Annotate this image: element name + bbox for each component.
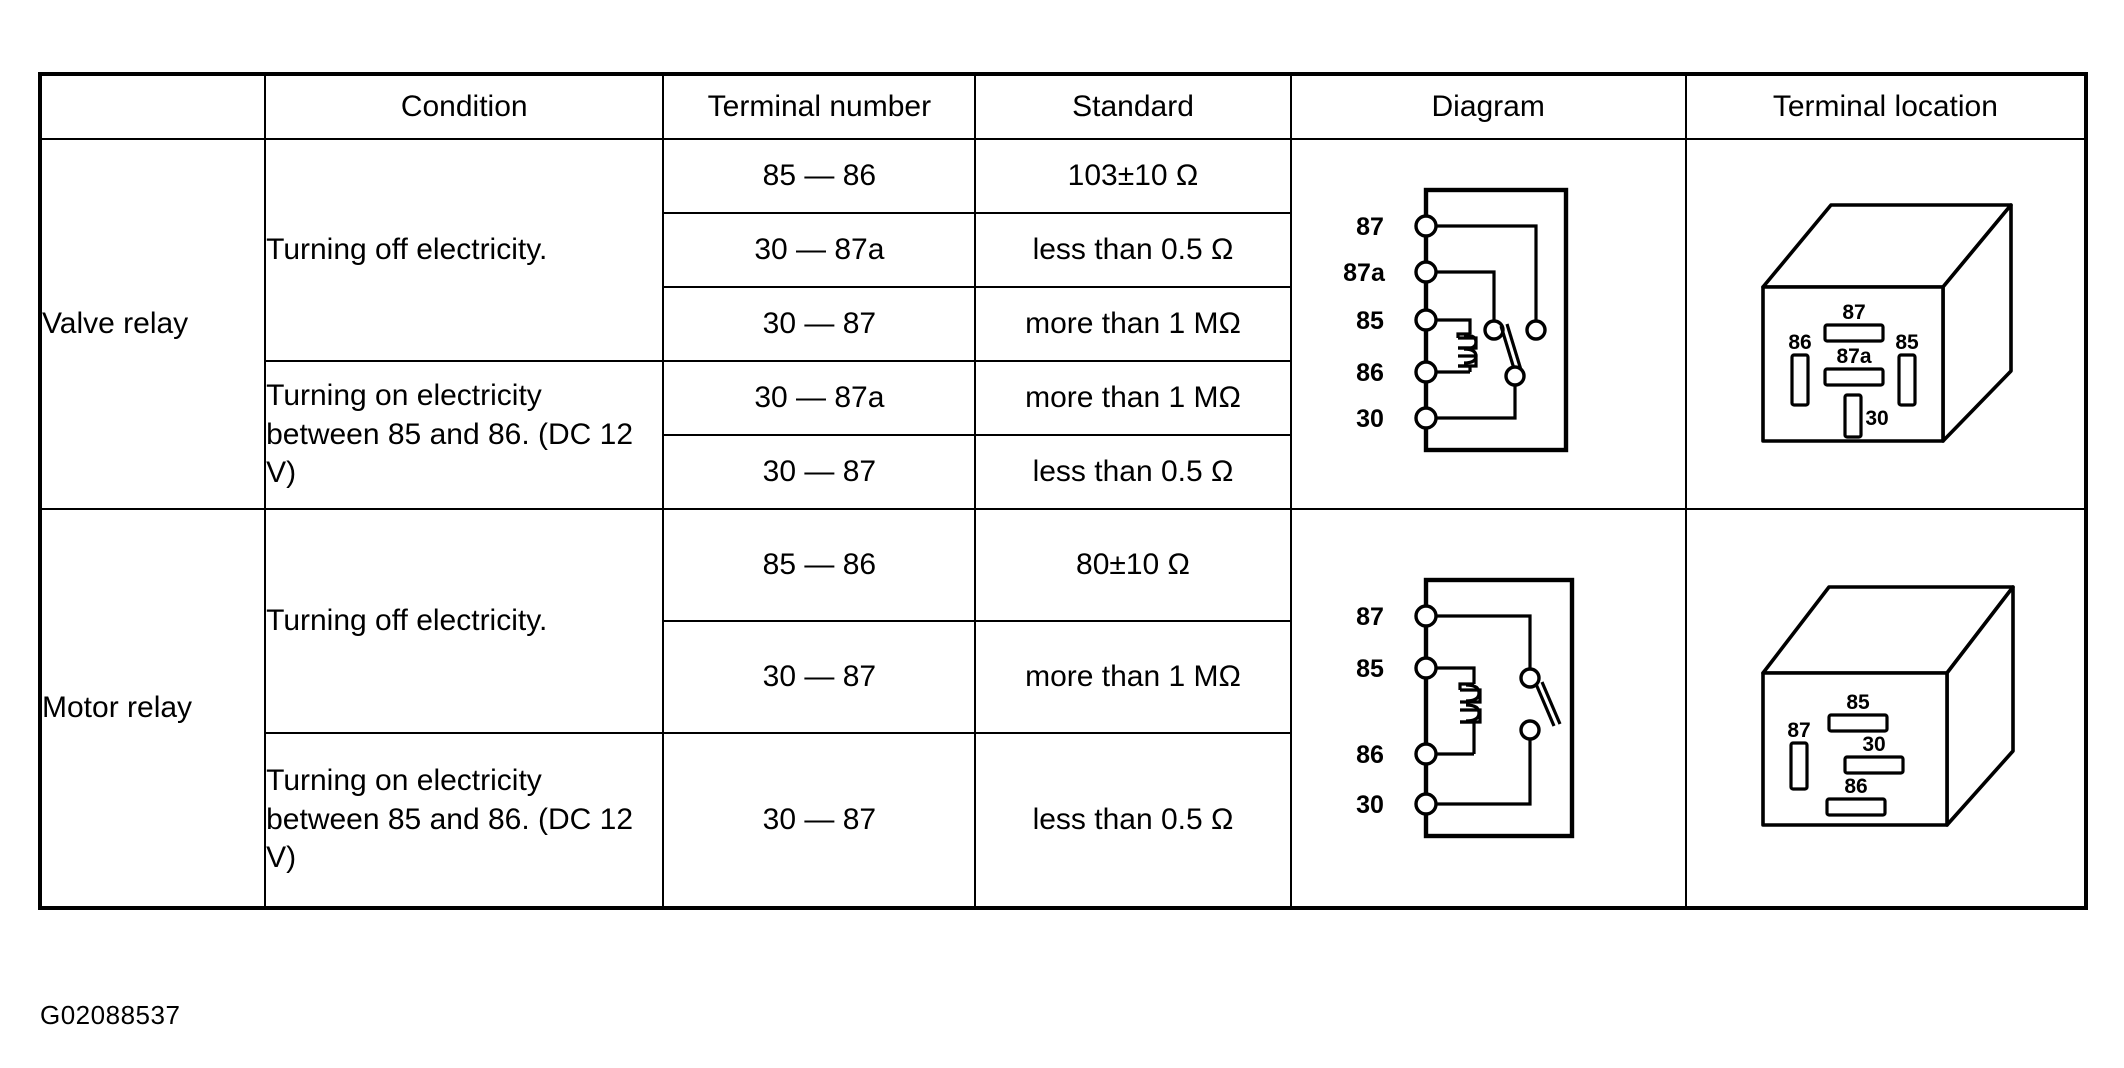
schematic-label-30: 30 xyxy=(1356,791,1384,819)
column-header-blank xyxy=(38,73,267,140)
schematic-label-87: 87 xyxy=(1356,213,1384,241)
table-header: Condition Terminal number Standard Diagr… xyxy=(38,73,2088,140)
blade-label-87: 87 xyxy=(1788,719,1811,742)
column-header-condition: Condition xyxy=(264,73,665,140)
terminal-location-motor-relay: 87 85 30 86 xyxy=(1684,508,2088,909)
blade-30 xyxy=(1843,393,1863,439)
standard-cell: 80±10 Ω xyxy=(974,508,1292,622)
relay-name-valve: Valve relay xyxy=(38,138,267,510)
terminal-number-cell: 30 — 87 xyxy=(662,620,977,734)
blade-85 xyxy=(1897,353,1917,407)
terminal-post-87 xyxy=(1414,604,1438,628)
condition-motor-off: Turning off electricity. xyxy=(264,508,665,734)
terminal-post-85 xyxy=(1414,308,1438,332)
terminal-number-cell: 85 — 86 xyxy=(662,508,977,622)
table-row: Motor relay Turning off electricity. 85 … xyxy=(38,508,2088,909)
blade-85 xyxy=(1827,713,1889,733)
standard-cell: less than 0.5 Ω xyxy=(974,212,1292,288)
table-row: 30 — 87 more than 1 MΩ xyxy=(40,620,2086,734)
table-row: Turning on electricity between 85 and 86… xyxy=(40,732,2086,909)
column-header-terminal-number: Terminal number xyxy=(662,73,977,140)
table-body: Valve relay Turning off electricity. 85 … xyxy=(38,138,2088,909)
standard-cell: less than 0.5 Ω xyxy=(974,434,1292,510)
column-header-standard-label: Standard xyxy=(1072,90,1194,123)
standard-cell: less than 0.5 Ω xyxy=(974,732,1292,909)
standard-cell: 103±10 Ω xyxy=(974,138,1292,214)
blade-label-30: 30 xyxy=(1863,733,1886,756)
blade-87a xyxy=(1823,367,1885,387)
standard-cell: more than 1 MΩ xyxy=(974,360,1292,436)
figure-id-label: G02088537 xyxy=(40,1000,181,1030)
column-header-terminal-number-label: Terminal number xyxy=(707,90,932,123)
condition-valve-on: Turning on electricity between 85 and 86… xyxy=(264,360,665,510)
terminal-number-cell: 30 — 87 xyxy=(662,434,977,510)
blade-86 xyxy=(1790,353,1810,407)
terminal-number-cell: 30 — 87a xyxy=(662,212,977,288)
table-row: Turning on electricity between 85 and 86… xyxy=(40,360,2086,510)
column-header-diagram-label: Diagram xyxy=(1431,90,1545,123)
terminal-post-86 xyxy=(1414,360,1438,384)
schematic-label-86: 86 xyxy=(1356,359,1384,387)
schematic-label-85: 85 xyxy=(1356,655,1384,683)
terminal-post-87a xyxy=(1414,260,1438,284)
common-pivot xyxy=(1519,719,1541,741)
column-header-diagram: Diagram xyxy=(1289,73,1687,140)
terminal-number-cell: 30 — 87a xyxy=(662,360,977,436)
relay-inspection-table: Condition Terminal number Standard Diagr… xyxy=(38,72,2088,910)
blade-label-85: 85 xyxy=(1847,691,1871,714)
schematic-label-30: 30 xyxy=(1356,405,1384,433)
common-pivot xyxy=(1504,365,1526,387)
terminal-post-86 xyxy=(1414,742,1438,766)
condition-motor-on: Turning on electricity between 85 and 86… xyxy=(264,732,665,909)
table-row: 30 — 87 more than 1 MΩ xyxy=(40,286,2086,362)
terminal-location-valve-relay: 87 86 87a 85 30 xyxy=(1684,138,2088,510)
terminal-post-30 xyxy=(1414,406,1438,430)
blade-label-86: 86 xyxy=(1845,775,1868,798)
terminal-number-cell: 85 — 86 xyxy=(662,138,977,214)
table-row: 30 — 87a less than 0.5 Ω xyxy=(40,212,2086,288)
blade-label-87a: 87a xyxy=(1837,345,1872,368)
valve-relay-body-svg: 87 86 87a 85 30 xyxy=(1761,203,2014,443)
standard-cell: more than 1 MΩ xyxy=(974,620,1292,734)
table-row: Valve relay Turning off electricity. 85 … xyxy=(38,138,2088,510)
terminal-post-85 xyxy=(1414,656,1438,680)
terminal-number-cell: 30 — 87 xyxy=(662,732,977,909)
column-header-standard: Standard xyxy=(974,73,1292,140)
condition-valve-off: Turning off electricity. xyxy=(264,138,665,362)
motor-relay-schematic-svg: 87 85 86 30 xyxy=(1356,577,1575,839)
diagram-motor-relay: 87 85 86 30 xyxy=(1289,508,1687,909)
blade-label-30: 30 xyxy=(1866,407,1889,430)
terminal-post-30 xyxy=(1414,792,1438,816)
terminal-post-87 xyxy=(1414,214,1438,238)
schematic-label-86: 86 xyxy=(1356,741,1384,769)
blade-30 xyxy=(1843,755,1905,775)
table-row: 30 — 87 less than 0.5 Ω xyxy=(40,434,2086,510)
column-header-condition-label: Condition xyxy=(400,90,528,123)
schematic-label-87a: 87a xyxy=(1343,259,1386,287)
relay-name-motor: Motor relay xyxy=(38,508,267,909)
valve-relay-schematic-svg: 87 87a 85 86 30 xyxy=(1343,187,1569,453)
diagram-valve-relay: 87 87a 85 86 30 xyxy=(1289,138,1687,510)
standard-cell: more than 1 MΩ xyxy=(974,286,1292,362)
blade-87 xyxy=(1823,323,1885,343)
blade-86 xyxy=(1825,797,1887,817)
blade-label-85: 85 xyxy=(1896,331,1920,354)
blade-label-87: 87 xyxy=(1843,301,1866,324)
terminal-number-cell: 30 — 87 xyxy=(662,286,977,362)
blade-label-86: 86 xyxy=(1789,331,1812,354)
table-header-row: Condition Terminal number Standard Diagr… xyxy=(38,73,2088,140)
column-header-terminal-location: Terminal location xyxy=(1684,73,2088,140)
schematic-label-87: 87 xyxy=(1356,603,1384,631)
column-header-terminal-location-label: Terminal location xyxy=(1772,90,1998,123)
schematic-label-85: 85 xyxy=(1356,307,1384,335)
motor-relay-body-svg: 87 85 30 86 xyxy=(1761,585,2016,827)
blade-87 xyxy=(1789,741,1809,791)
